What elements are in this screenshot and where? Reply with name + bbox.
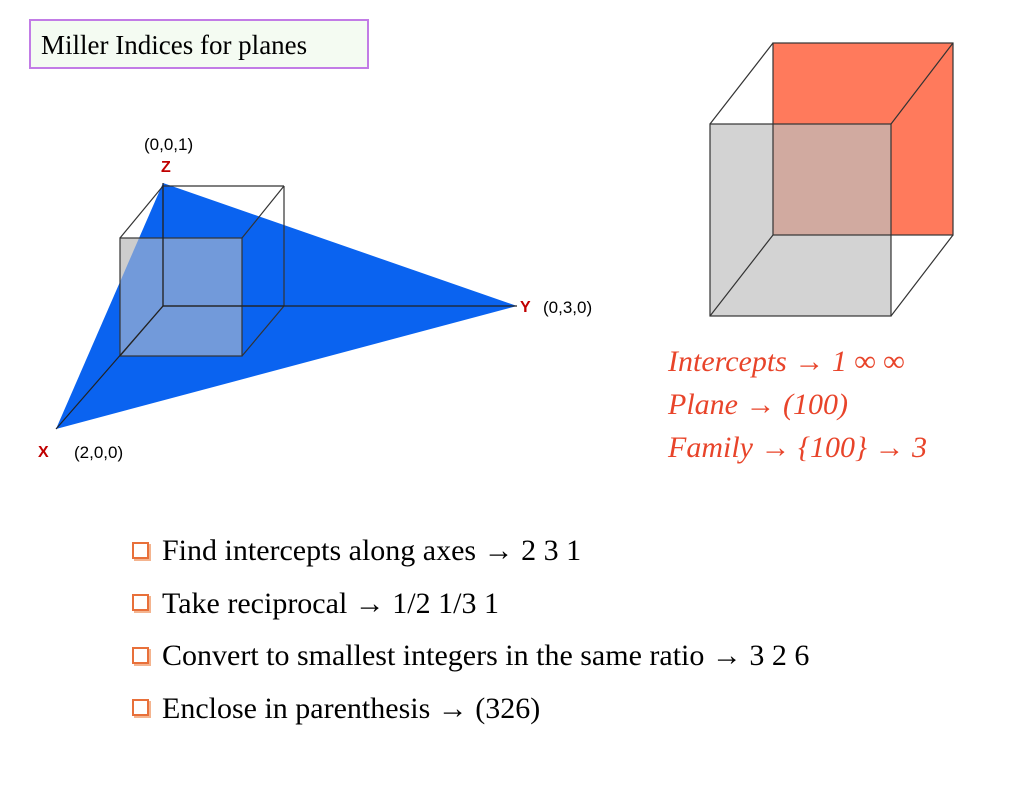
cube-overlay <box>120 238 242 356</box>
list-item: Find intercepts along axes → 2 3 1 <box>132 525 809 578</box>
list-item: Enclose in parenthesis → (326) <box>132 683 809 736</box>
family-line: Family → {100} → 3 <box>668 431 927 464</box>
plane-line: Plane → (100) <box>668 388 848 421</box>
x-axis-line <box>55 305 164 430</box>
axes <box>55 183 517 430</box>
cube-edges <box>709 42 954 317</box>
step-text: Enclose in parenthesis → (326) <box>162 691 541 725</box>
z-axis-label: Z <box>161 159 171 176</box>
intercepts-line: Intercepts → 1 ∞ ∞ <box>668 345 905 378</box>
steps-list: Find intercepts along axes → 2 3 1 Take … <box>132 525 809 735</box>
y-intercept-label: (0,3,0) <box>543 298 592 317</box>
z-intercept-label: (0,0,1) <box>144 135 193 154</box>
left-cube-diagram: (0,0,1) Z Y (0,3,0) X (2,0,0) <box>38 135 592 462</box>
checkbox-bullet-icon <box>132 699 149 717</box>
plane-100-info: Intercepts → 1 ∞ ∞ Plane → (100) Family … <box>668 340 927 469</box>
overlap-region <box>773 124 891 235</box>
x-intercept-label: (2,0,0) <box>74 443 123 462</box>
step-text: Find intercepts along axes → 2 3 1 <box>162 534 582 568</box>
step-text: Take reciprocal → 1/2 1/3 1 <box>162 586 499 620</box>
x-axis-label: X <box>38 444 49 461</box>
checkbox-bullet-icon <box>132 646 149 664</box>
y-axis-label: Y <box>520 299 531 316</box>
checkbox-bullet-icon <box>132 594 149 612</box>
checkbox-bullet-icon <box>132 541 149 559</box>
step-text: Convert to smallest integers in the same… <box>162 639 810 673</box>
page-title: Miller Indices for planes <box>29 19 369 69</box>
right-cube-diagram <box>709 42 954 317</box>
list-item: Convert to smallest integers in the same… <box>132 630 809 683</box>
list-item: Take reciprocal → 1/2 1/3 1 <box>132 578 809 631</box>
